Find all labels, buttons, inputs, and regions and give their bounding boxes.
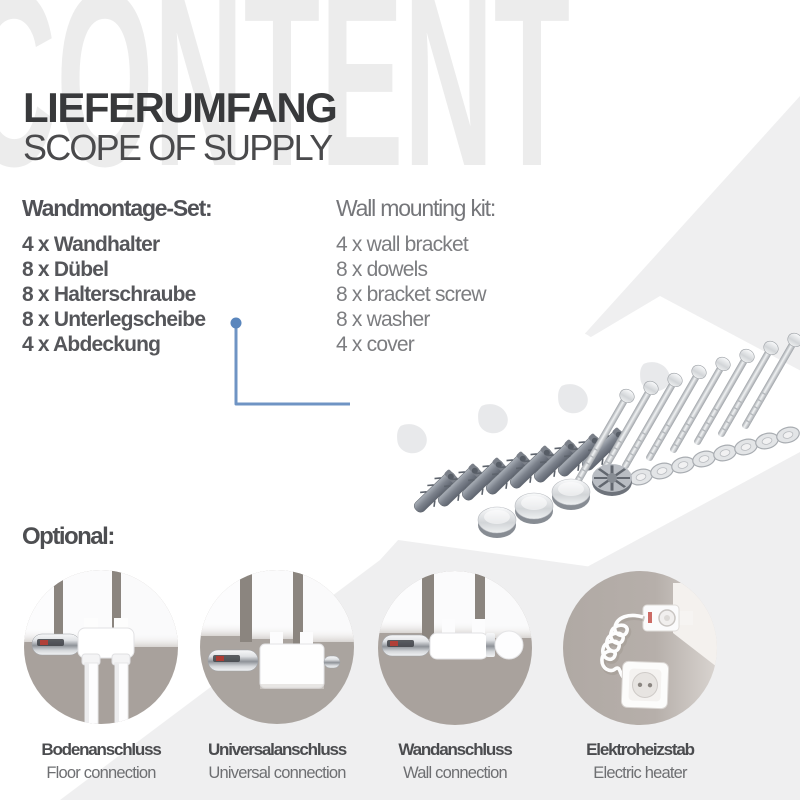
optional-heading: Optional: (22, 523, 115, 550)
caption-universal-connection: Universalanschluss Universal connection (177, 738, 377, 784)
list-item: 4 x wall bracket (336, 233, 469, 256)
caption-floor-connection: Bodenanschluss Floor connection (1, 738, 201, 784)
caption-electric-heater: Elektroheizstab Electric heater (540, 738, 740, 784)
thermostat-valve (207, 649, 259, 672)
page-title: LIEFERUMFANG (23, 84, 338, 131)
option-photo-electric-heater (563, 571, 717, 725)
caption-de: Universalanschluss (207, 740, 347, 759)
background-watermark: CONTENT (0, 0, 571, 218)
list-item: 8 x dowels (336, 258, 428, 281)
thermostat-valve (381, 634, 431, 657)
covers (477, 464, 632, 539)
cover-underside (592, 464, 632, 496)
thermostat-valve (31, 633, 81, 656)
caption-en: Wall connection (403, 764, 508, 782)
kit-list-english: Wall mounting kit: 4 x wall bracket 8 x … (336, 195, 496, 357)
kit-list-english-header: Wall mounting kit: (336, 195, 496, 221)
option-photo-wall-connection (378, 571, 532, 725)
caption-en: Universal connection (208, 764, 346, 782)
caption-de: Wandanschluss (398, 740, 512, 759)
list-item: 8 x bracket screw (336, 283, 487, 306)
option-photo-floor-connection (24, 570, 178, 724)
list-item: 8 x Unterlegscheibe (22, 308, 206, 331)
pointer-dot (230, 317, 242, 329)
caption-en: Electric heater (593, 764, 687, 782)
list-item: 8 x Halterschraube (22, 283, 196, 306)
list-item: 8 x Dübel (22, 258, 109, 281)
kit-list-german: Wandmontage-Set: 4 x Wandhalter 8 x Dübe… (22, 195, 213, 357)
caption-de: Bodenanschluss (41, 740, 161, 759)
caption-de: Elektroheizstab (586, 740, 695, 759)
coiled-cable (600, 613, 646, 688)
supply-kit-photo (353, 299, 800, 539)
heater-element (642, 604, 693, 632)
list-item: 4 x cover (336, 333, 415, 356)
list-item: 4 x Abdeckung (22, 333, 161, 356)
option-photo-universal-connection (200, 570, 354, 724)
list-item: 4 x Wandhalter (22, 233, 160, 256)
caption-wall-connection: Wandanschluss Wall connection (355, 738, 555, 784)
wall-socket (620, 660, 670, 710)
caption-en: Floor connection (46, 764, 156, 782)
list-item: 8 x washer (336, 308, 430, 331)
kit-list-german-header: Wandmontage-Set: (22, 195, 213, 221)
page-subtitle: SCOPE OF SUPPLY (23, 127, 333, 168)
